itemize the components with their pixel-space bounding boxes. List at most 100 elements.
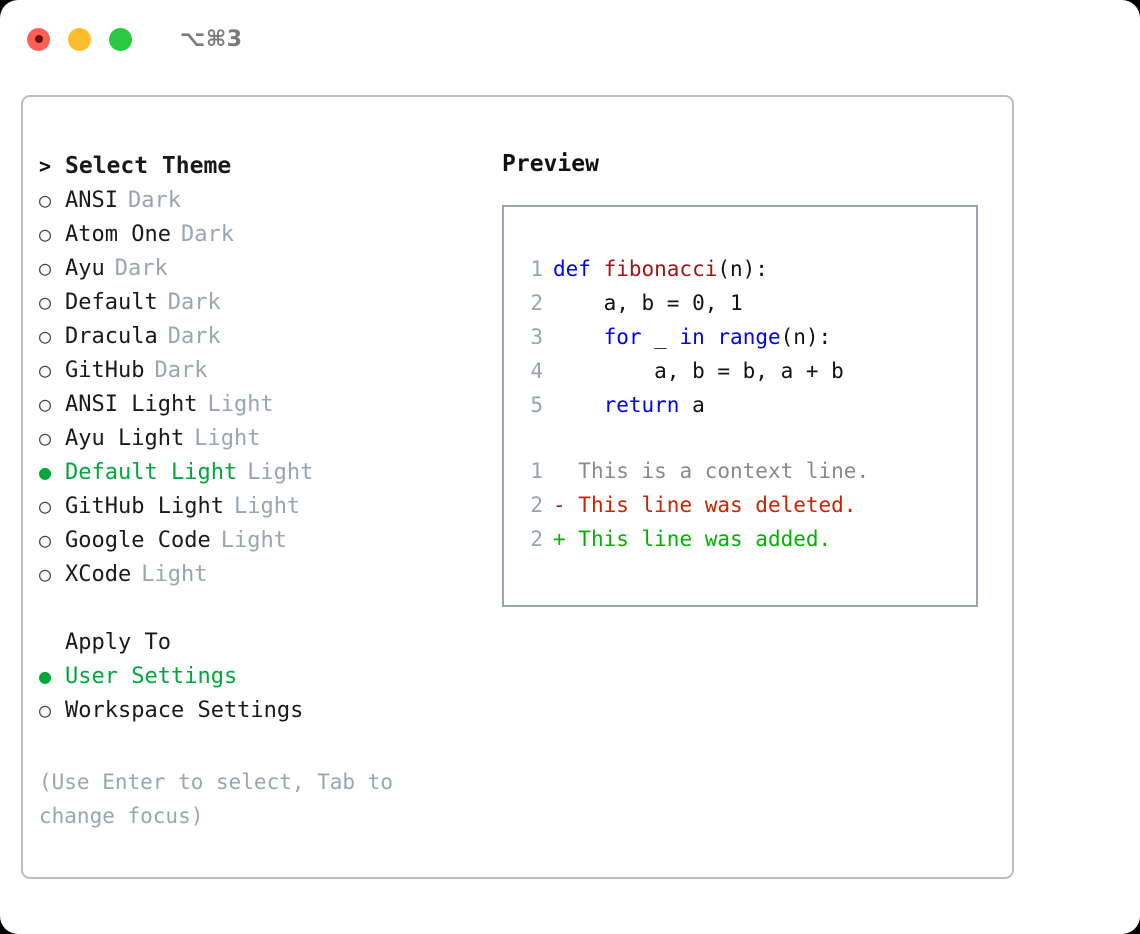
theme-option-row[interactable]: ○ GitHub Dark xyxy=(39,353,479,387)
code-token: range xyxy=(717,325,781,349)
theme-option-name: Default xyxy=(65,290,158,315)
radio-selected-icon: ● xyxy=(39,460,52,484)
theme-option-variant-tag: Light xyxy=(247,460,314,485)
diff-marker: - xyxy=(553,493,579,517)
code-line: 4 a, b = b, a + b xyxy=(517,354,968,388)
traffic-lights xyxy=(27,27,132,51)
code-line-number: 2 xyxy=(530,291,543,315)
theme-option-name: Google Code xyxy=(65,528,211,553)
theme-option-row[interactable]: ○ Dracula Dark xyxy=(39,319,479,353)
code-token xyxy=(553,325,604,349)
theme-option-name: ANSI Light xyxy=(65,392,198,417)
code-line: 1 def fibonacci(n): xyxy=(517,252,968,286)
diff-line-number: 1 xyxy=(530,459,543,483)
radio-selected-icon: ● xyxy=(39,664,52,688)
theme-option-name: Ayu Light xyxy=(65,426,185,451)
theme-option-name: Dracula xyxy=(65,324,158,349)
theme-option-row[interactable]: ○ ANSI Dark xyxy=(39,183,479,217)
apply-to-option-name: User Settings xyxy=(65,664,238,689)
code-token xyxy=(705,325,718,349)
radio-unselected-icon: ○ xyxy=(39,222,52,246)
code-line-text: for _ in range(n): xyxy=(553,320,832,354)
section-spacer xyxy=(39,591,479,625)
radio-unselected-icon: ○ xyxy=(39,426,52,450)
theme-option-variant-tag: Dark xyxy=(167,324,221,349)
window-titlebar: ⌥⌘3 xyxy=(0,0,1140,78)
theme-option-variant-tag: Dark xyxy=(114,256,168,281)
theme-option-name: XCode xyxy=(65,562,132,587)
radio-unselected-icon: ○ xyxy=(39,528,52,552)
theme-option-name: GitHub xyxy=(65,358,145,383)
maximize-window-button[interactable] xyxy=(109,27,132,51)
diff-line-number: 2 xyxy=(530,527,543,551)
apply-to-option-row[interactable]: ● User Settings xyxy=(39,659,479,693)
code-line: 3 for _ in range(n): xyxy=(517,320,968,354)
code-line-text: a, b = 0, 1 xyxy=(553,286,743,320)
theme-option-row[interactable]: ○ XCode Light xyxy=(39,557,479,591)
code-token: a, b = 0, 1 xyxy=(553,291,743,315)
code-token: for xyxy=(603,325,642,349)
theme-option-variant-tag: Light xyxy=(141,562,208,587)
theme-option-variant-tag: Light xyxy=(194,426,261,451)
radio-unselected-icon: ○ xyxy=(39,324,52,348)
preview-title: Preview xyxy=(502,151,599,177)
code-diff-spacer xyxy=(517,422,968,454)
diff-line-number: 2 xyxy=(530,493,543,517)
diff-line-text: This is a context line. xyxy=(578,459,870,483)
code-line-text: def fibonacci(n): xyxy=(553,252,768,286)
theme-option-name: Default Light xyxy=(65,460,238,485)
radio-unselected-icon: ○ xyxy=(39,698,52,722)
apply-to-option-name: Workspace Settings xyxy=(65,698,304,723)
code-token: _ xyxy=(641,325,680,349)
diff-line-text: This line was deleted. xyxy=(578,493,857,517)
theme-option-variant-tag: Dark xyxy=(127,188,181,213)
theme-option-variant-tag: Dark xyxy=(167,290,221,315)
diff-line: 1 This is a context line. xyxy=(517,454,968,488)
theme-option-row[interactable]: ○ Ayu Light Light xyxy=(39,421,479,455)
apply-to-option-row[interactable]: ○ Workspace Settings xyxy=(39,693,479,727)
radio-unselected-icon: ○ xyxy=(39,562,52,586)
code-token: in xyxy=(679,325,705,349)
theme-option-row[interactable]: ○ Default Dark xyxy=(39,285,479,319)
minimize-window-button[interactable] xyxy=(68,27,91,51)
radio-unselected-icon: ○ xyxy=(39,392,52,416)
code-line: 2 a, b = 0, 1 xyxy=(517,286,968,320)
theme-option-row[interactable]: ○ ANSI Light Light xyxy=(39,387,479,421)
theme-option-variant-tag: Light xyxy=(233,494,301,519)
theme-option-row[interactable]: ● Default Light Light xyxy=(39,455,479,489)
diff-marker xyxy=(553,454,578,488)
code-token xyxy=(553,393,604,417)
theme-option-variant-tag: Light xyxy=(207,392,274,417)
theme-option-name: ANSI xyxy=(65,188,118,213)
radio-unselected-icon: ○ xyxy=(39,188,52,212)
theme-list-header: > Select Theme xyxy=(39,149,479,183)
radio-unselected-icon: ○ xyxy=(39,290,52,314)
diff-line-text: This line was added. xyxy=(578,527,832,551)
keyboard-hint-text: (Use Enter to select, Tab to change focu… xyxy=(39,770,394,828)
radio-unselected-icon: ○ xyxy=(39,358,52,382)
diff-sample: 1 This is a context line. 2- This line wa… xyxy=(517,454,968,556)
apply-to-header: Apply To xyxy=(39,625,479,659)
diff-marker: + xyxy=(553,527,579,551)
code-line: 5 return a xyxy=(517,388,968,422)
code-line-number: 3 xyxy=(530,325,543,349)
close-window-button[interactable] xyxy=(27,27,50,51)
code-token: (n): xyxy=(780,325,832,349)
code-token: fibonacci xyxy=(603,257,718,281)
apply-to-options-list: ● User Settings ○ Workspace Settings xyxy=(39,659,479,727)
prompt-caret-icon: > xyxy=(39,154,52,178)
theme-option-variant-tag: Dark xyxy=(154,358,208,383)
theme-option-name: GitHub Light xyxy=(65,494,224,519)
theme-option-name: Atom One xyxy=(65,222,171,247)
code-token: (n): xyxy=(717,257,768,281)
code-line-number: 1 xyxy=(530,257,543,281)
